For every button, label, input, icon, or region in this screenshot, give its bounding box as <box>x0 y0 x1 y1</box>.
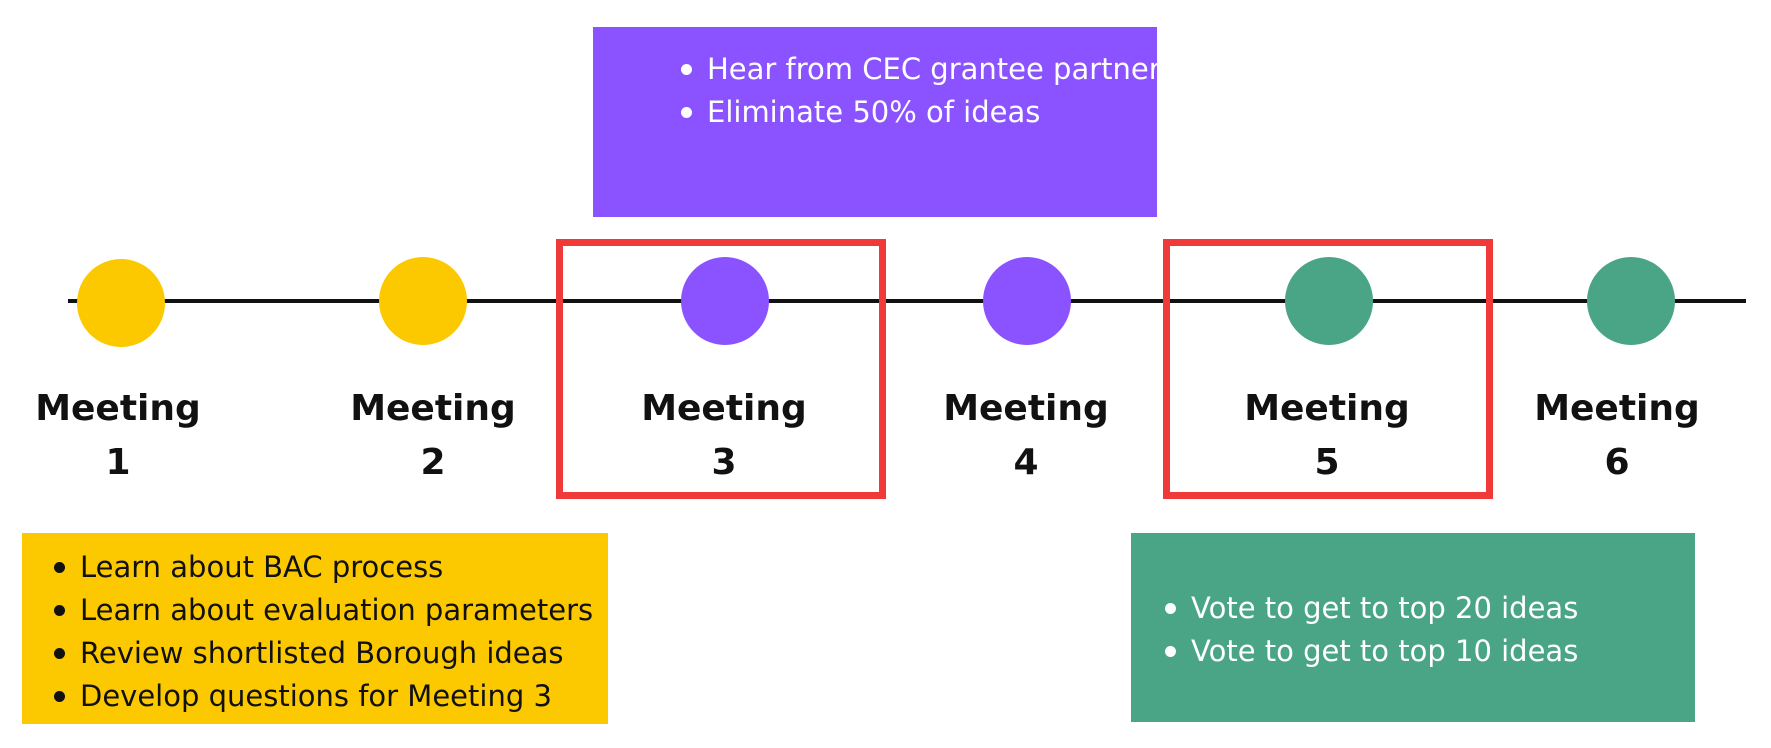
green-note-text: Vote to get to top 10 ideas <box>1191 634 1579 668</box>
yellow-notes-box: Learn about BAC process Learn about eval… <box>22 533 608 724</box>
yellow-note-item: Review shortlisted Borough ideas <box>54 632 608 675</box>
bullet-icon <box>1165 603 1176 614</box>
meeting-3-dot <box>681 257 769 345</box>
meeting-1-number: 1 <box>105 442 131 483</box>
bullet-icon <box>54 691 65 702</box>
meeting-2-number: 2 <box>420 442 446 483</box>
yellow-note-text: Learn about evaluation parameters <box>80 593 594 627</box>
meeting-6-dot <box>1587 257 1675 345</box>
meeting-2-dot <box>379 257 467 345</box>
meeting-1-dot <box>77 259 165 347</box>
meeting-5-label: Meeting 5 <box>1232 382 1422 490</box>
highlight-frame-meeting-3 <box>556 239 886 499</box>
meeting-1-word: Meeting <box>35 388 201 429</box>
green-note-item: Vote to get to top 20 ideas <box>1165 587 1695 630</box>
meeting-6-word: Meeting <box>1534 388 1700 429</box>
bullet-icon <box>681 107 692 118</box>
meeting-4-word: Meeting <box>943 388 1109 429</box>
yellow-note-text: Develop questions for Meeting 3 <box>80 679 552 713</box>
meeting-1-label: Meeting 1 <box>23 382 213 490</box>
meeting-5-dot <box>1285 257 1373 345</box>
green-notes-box: Vote to get to top 20 ideas Vote to get … <box>1131 533 1695 722</box>
yellow-note-item: Develop questions for Meeting 3 <box>54 675 608 718</box>
meeting-6-number: 6 <box>1604 442 1630 483</box>
purple-note-text: Eliminate 50% of ideas <box>707 95 1041 129</box>
meeting-4-number: 4 <box>1013 442 1039 483</box>
timeline-line <box>68 299 1746 303</box>
meeting-4-dot <box>983 257 1071 345</box>
purple-note-item: Eliminate 50% of ideas <box>681 91 1157 134</box>
meeting-5-word: Meeting <box>1244 388 1410 429</box>
meeting-3-number: 3 <box>711 442 737 483</box>
meeting-2-label: Meeting 2 <box>338 382 528 490</box>
purple-notes-box: Hear from CEC grantee partners Eliminate… <box>593 27 1176 217</box>
highlight-frame-meeting-5 <box>1163 239 1493 499</box>
yellow-notes-list: Learn about BAC process Learn about eval… <box>54 546 608 718</box>
yellow-note-item: Learn about evaluation parameters <box>54 589 608 632</box>
yellow-note-item: Learn about BAC process <box>54 546 608 589</box>
meeting-2-word: Meeting <box>350 388 516 429</box>
meeting-3-label: Meeting 3 <box>629 382 819 490</box>
meeting-3-word: Meeting <box>641 388 807 429</box>
purple-note-item: Hear from CEC grantee partners <box>681 48 1176 91</box>
purple-notes-list: Hear from CEC grantee partners Eliminate… <box>650 48 1176 134</box>
bullet-icon <box>54 562 65 573</box>
bullet-icon <box>681 64 692 75</box>
bullet-icon <box>54 605 65 616</box>
green-note-item: Vote to get to top 10 ideas <box>1165 630 1695 673</box>
bullet-icon <box>54 648 65 659</box>
purple-note-text: Hear from CEC grantee partners <box>707 52 1176 86</box>
green-notes-list: Vote to get to top 20 ideas Vote to get … <box>1165 587 1695 673</box>
meeting-6-label: Meeting 6 <box>1522 382 1712 490</box>
green-note-text: Vote to get to top 20 ideas <box>1191 591 1579 625</box>
bullet-icon <box>1165 646 1176 657</box>
yellow-note-text: Review shortlisted Borough ideas <box>80 636 564 670</box>
meeting-4-label: Meeting 4 <box>931 382 1121 490</box>
meeting-5-number: 5 <box>1314 442 1340 483</box>
yellow-note-text: Learn about BAC process <box>80 550 444 584</box>
